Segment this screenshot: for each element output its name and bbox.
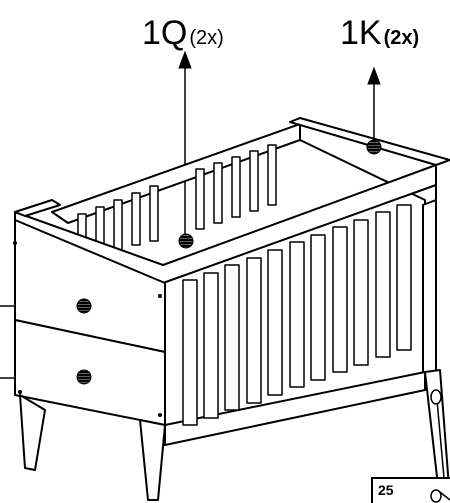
step-box: 25 <box>371 389 450 503</box>
leader-arrow-1q <box>178 50 192 240</box>
callout-1q-quantity: (2x) <box>189 27 223 49</box>
dowel-left-upper <box>76 298 92 314</box>
callout-1k: 1K(2x) <box>340 14 419 52</box>
left-leg-rear <box>139 419 166 501</box>
top-rail-left <box>14 199 61 217</box>
bottom-rail-front <box>164 371 426 446</box>
drill-holes <box>13 241 162 417</box>
callout-1q-label: 1Q <box>142 14 187 52</box>
dowel-markers <box>76 139 382 385</box>
back-rail <box>51 123 301 224</box>
right-end-post <box>422 199 437 389</box>
dowel-1k <box>366 139 382 155</box>
step-number: 25 <box>378 482 394 498</box>
left-leg-front <box>19 394 46 471</box>
callout-1q: 1Q(2x) <box>142 14 224 52</box>
leader-arrow-1k <box>367 66 381 146</box>
dowel-left-lower <box>76 369 92 385</box>
svg-text:1Q(2x): 1Q(2x) <box>142 14 224 52</box>
callout-1k-quantity: (2x) <box>384 27 420 49</box>
dowel-1q <box>178 233 194 249</box>
front-slats <box>182 204 412 426</box>
back-slats <box>77 144 277 255</box>
crib-drawing <box>14 117 450 503</box>
callout-1k-label: 1K <box>340 14 382 52</box>
svg-text:1K(2x): 1K(2x) <box>340 14 419 52</box>
hardware-icon <box>430 489 450 503</box>
